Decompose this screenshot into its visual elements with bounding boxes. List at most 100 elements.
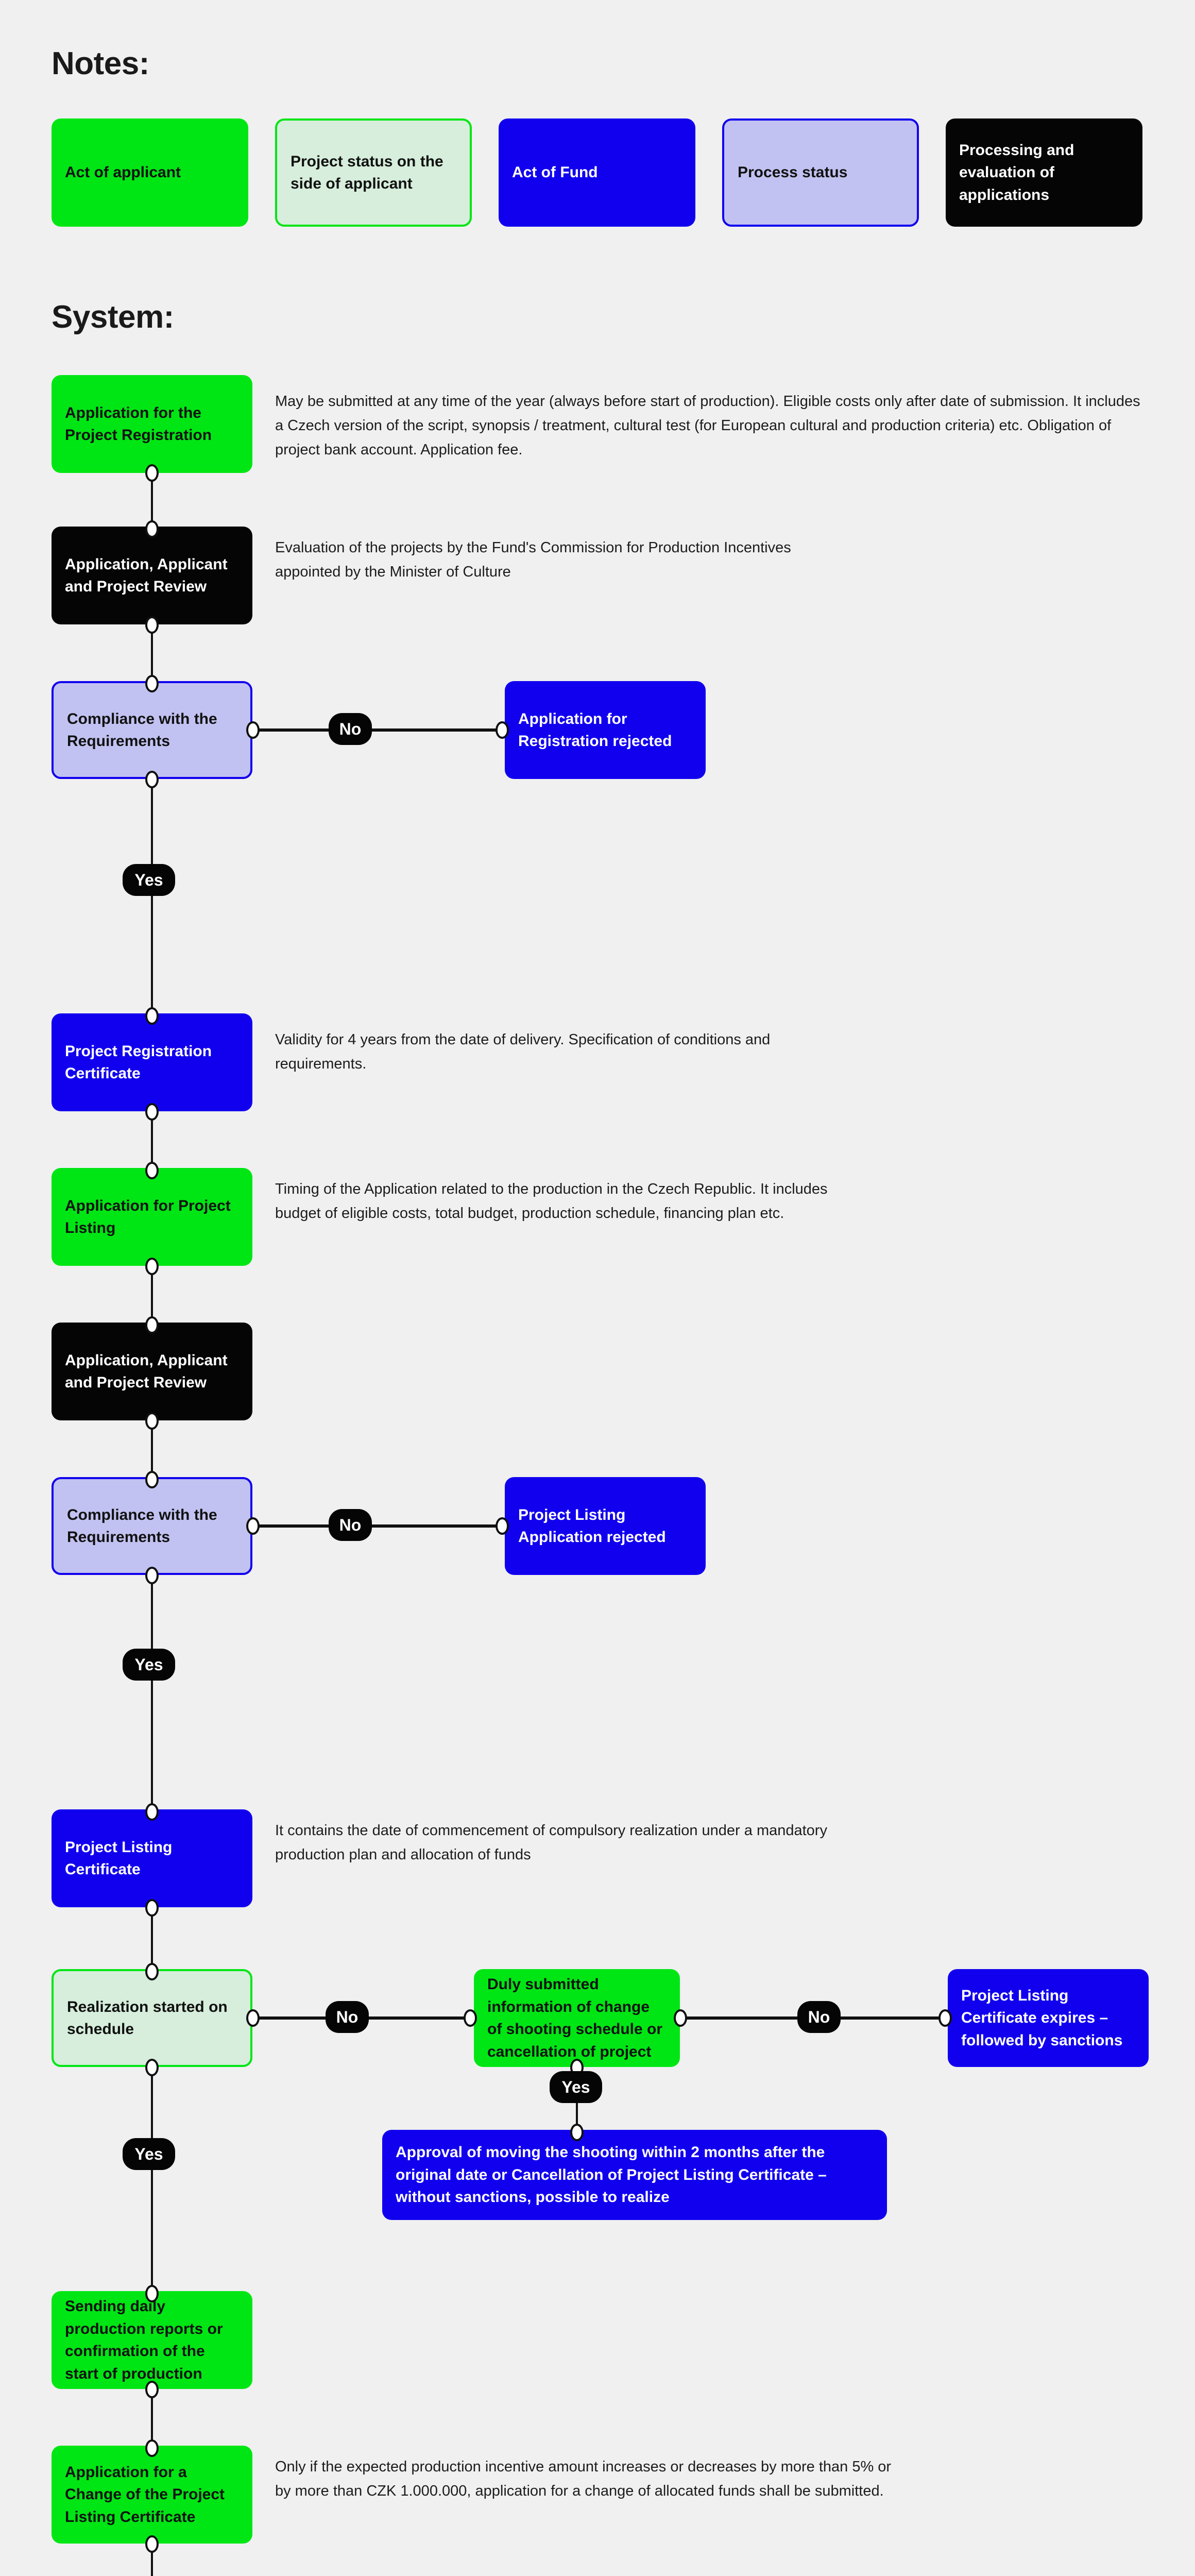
description-project-listing-certificate: It contains the date of commencement of … [275, 1822, 827, 1863]
port-dot [145, 1471, 159, 1488]
port-dot [496, 721, 509, 739]
edge-n3-n4 [257, 728, 504, 732]
edge-label-no-1: No [329, 713, 372, 745]
edge-n11-n15 [151, 2066, 153, 2293]
port-dot [145, 520, 159, 538]
node-sending-daily-production-reports[interactable]: Sending daily production reports or conf… [52, 2291, 252, 2389]
node-realization-started-on-schedule[interactable]: Realization started on schedule [52, 1969, 252, 2067]
node-label: Application for a Change of the Project … [65, 2463, 225, 2526]
legend-label: Project status on the side of applicant [291, 152, 443, 193]
legend-label: Processing and evaluation of application… [959, 141, 1074, 204]
node-application-project-registration[interactable]: Application for the Project Registration [52, 375, 252, 473]
port-dot [145, 1963, 159, 1980]
port-dot [145, 1007, 159, 1025]
node-application-project-listing[interactable]: Application for Project Listing [52, 1168, 252, 1266]
edge-n7-n8 [151, 1419, 153, 1479]
port-dot [145, 771, 159, 788]
edge-n1-n2 [151, 471, 153, 528]
edge-n2-n3 [151, 623, 153, 683]
node-application-change-project-listing-certificate[interactable]: Application for a Change of the Project … [52, 2446, 252, 2544]
port-dot [145, 1899, 159, 1917]
port-dot [145, 1258, 159, 1275]
legend-item-project-status: Project status on the side of applicant [275, 118, 472, 227]
node-label: Application for Project Listing [65, 1197, 231, 1237]
node-project-listing-certificate[interactable]: Project Listing Certificate [52, 1809, 252, 1907]
edge-n8-n10 [151, 1574, 153, 1811]
edge-label-yes-1: Yes [123, 864, 175, 896]
edge-n15-n16 [151, 2388, 153, 2447]
node-application-applicant-project-review-2[interactable]: Application, Applicant and Project Revie… [52, 1323, 252, 1420]
legend-item-processing-evaluation: Processing and evaluation of application… [946, 118, 1142, 227]
port-dot [145, 464, 159, 482]
port-dot [145, 1103, 159, 1121]
edge-n8-n9 [257, 1524, 504, 1528]
notes-heading: Notes: [52, 46, 149, 81]
node-label: Compliance with the Requirements [67, 710, 217, 750]
description-application-project-registration: May be submitted at any time of the year… [275, 393, 1140, 458]
port-dot [145, 1412, 159, 1430]
port-dot [145, 2381, 159, 2398]
node-compliance-requirements-1[interactable]: Compliance with the Requirements [52, 681, 252, 779]
edge-n6-n7 [151, 1265, 153, 1324]
port-dot [145, 2535, 159, 2553]
node-project-registration-certificate[interactable]: Project Registration Certificate [52, 1013, 252, 1111]
node-application-applicant-project-review-1[interactable]: Application, Applicant and Project Revie… [52, 527, 252, 624]
node-project-listing-certificate-expires[interactable]: Project Listing Certificate expires – fo… [948, 1969, 1149, 2067]
port-dot [145, 2285, 159, 2302]
node-label: Project Listing Certificate [65, 1838, 173, 1878]
node-label: Application, Applicant and Project Revie… [65, 555, 228, 596]
edge-label-no-4: No [797, 2001, 841, 2033]
port-dot [674, 2009, 687, 2027]
node-label: Application for Registration rejected [518, 710, 672, 750]
node-label: Application for the Project Registration [65, 404, 212, 444]
edge-label-yes-2: Yes [123, 1649, 175, 1681]
port-dot [145, 675, 159, 692]
edge-label-no-3: No [326, 2001, 369, 2033]
port-dot [496, 1517, 509, 1535]
edge-label-no-2: No [329, 1509, 372, 1541]
port-dot [145, 1803, 159, 1821]
node-label: Project Registration Certificate [65, 1042, 212, 1082]
edge-label-yes-3: Yes [550, 2071, 602, 2103]
port-dot [145, 1316, 159, 1334]
node-approval-moving-shooting[interactable]: Approval of moving the shooting within 2… [382, 2130, 887, 2220]
legend-label: Act of Fund [512, 164, 598, 181]
legend-label: Process status [738, 164, 848, 181]
legend-item-act-of-fund: Act of Fund [499, 118, 695, 227]
description-application-project-listing: Timing of the Application related to the… [275, 1181, 828, 1222]
node-label: Compliance with the Requirements [67, 1506, 217, 1546]
node-label: Duly submitted information of change of … [487, 1976, 663, 2060]
edge-n5-n6 [151, 1110, 153, 1170]
description-application-review-1: Evaluation of the projects by the Fund's… [275, 539, 791, 580]
port-dot [464, 2009, 477, 2027]
node-label: Application, Applicant and Project Revie… [65, 1351, 228, 1392]
system-heading: System: [52, 299, 174, 335]
edge-label-yes-4: Yes [123, 2138, 175, 2170]
description-project-registration-certificate: Validity for 4 years from the date of de… [275, 1031, 771, 1072]
port-dot [246, 1517, 260, 1535]
node-label: Approval of moving the shooting within 2… [396, 2144, 827, 2206]
node-compliance-requirements-2[interactable]: Compliance with the Requirements [52, 1477, 252, 1575]
node-label: Sending daily production reports or conf… [65, 2298, 223, 2382]
node-label: Project Listing Application rejected [518, 1506, 666, 1546]
node-application-registration-rejected[interactable]: Application for Registration rejected [505, 681, 706, 779]
node-project-listing-application-rejected[interactable]: Project Listing Application rejected [505, 1477, 706, 1575]
port-dot [145, 616, 159, 634]
port-dot [246, 721, 260, 739]
node-duly-submitted-information[interactable]: Duly submitted information of change of … [474, 1969, 680, 2067]
port-dot [246, 2009, 260, 2027]
edge-n3-n5 [151, 778, 153, 1015]
port-dot [145, 2059, 159, 2076]
port-dot [938, 2009, 952, 2027]
edge-n10-n11 [151, 1906, 153, 1971]
node-label: Project Listing Certificate expires – fo… [961, 1987, 1123, 2049]
port-dot [570, 2124, 584, 2141]
legend-item-process-status: Process status [722, 118, 919, 227]
port-dot [145, 1567, 159, 1584]
edge-n16-n17 [151, 2543, 153, 2576]
port-dot [145, 2439, 159, 2457]
port-dot [145, 1162, 159, 1179]
legend-item-act-of-applicant: Act of applicant [52, 118, 248, 227]
node-label: Realization started on schedule [67, 1998, 228, 2038]
